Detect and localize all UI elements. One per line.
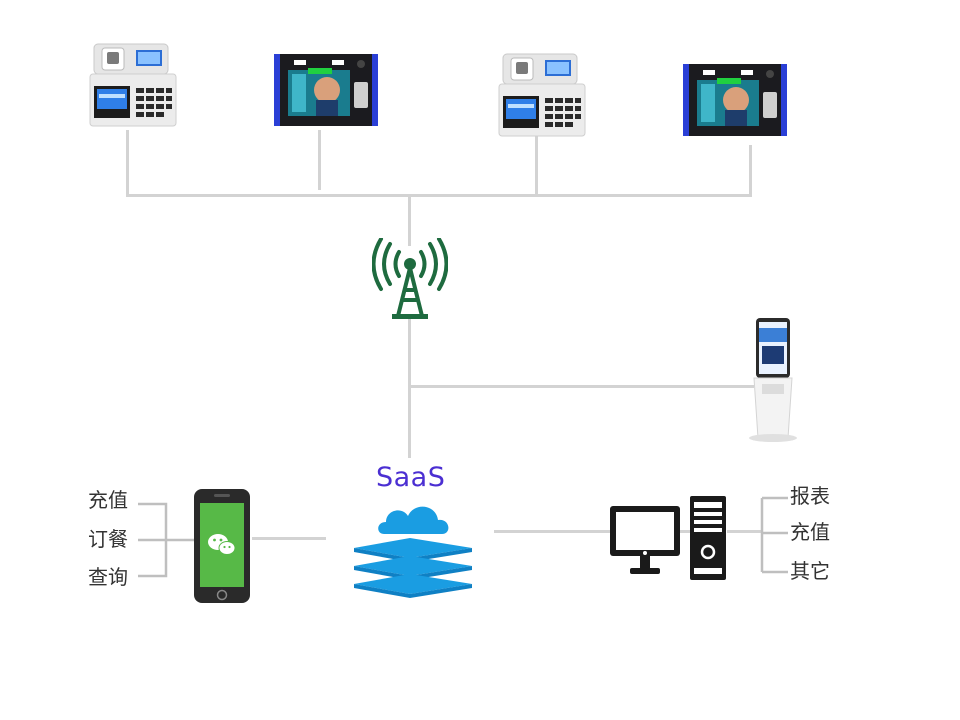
kiosk-icon <box>749 318 797 442</box>
computer-link-line <box>494 530 612 533</box>
left-function-label-1: 充值 <box>88 488 128 512</box>
left-function-label-2: 订餐 <box>88 527 128 551</box>
top-bus-line <box>126 194 752 197</box>
right-function-label-2: 充值 <box>790 520 830 544</box>
right-bracket-line <box>727 530 761 533</box>
cloud-stack-icon <box>354 506 472 598</box>
top-device-drop-3 <box>535 135 538 196</box>
left-function-bracket <box>138 502 196 578</box>
face-terminal-icon <box>274 54 378 126</box>
card-terminal-icon <box>498 53 586 137</box>
top-device-drop-1 <box>126 130 129 196</box>
wechat-phone-icon <box>194 489 250 603</box>
card-terminal-icon <box>89 43 177 127</box>
right-function-bracket <box>760 496 788 574</box>
kiosk-branch-line <box>410 385 754 388</box>
right-function-label-1: 报表 <box>790 484 830 508</box>
main-trunk-line <box>408 196 411 246</box>
top-device-drop-4 <box>749 145 752 196</box>
face-terminal-icon <box>683 64 787 136</box>
top-device-drop-2 <box>318 130 321 190</box>
phone-link-line <box>252 537 326 540</box>
saas-label: SaaS <box>376 462 446 493</box>
right-function-label-3: 其它 <box>790 559 830 583</box>
computer-to-tower-line <box>680 530 690 533</box>
left-function-label-3: 查询 <box>88 565 128 589</box>
main-trunk-line-lower <box>408 318 411 458</box>
antenna-tower-icon <box>372 238 448 319</box>
desktop-computer-icon <box>610 496 726 580</box>
